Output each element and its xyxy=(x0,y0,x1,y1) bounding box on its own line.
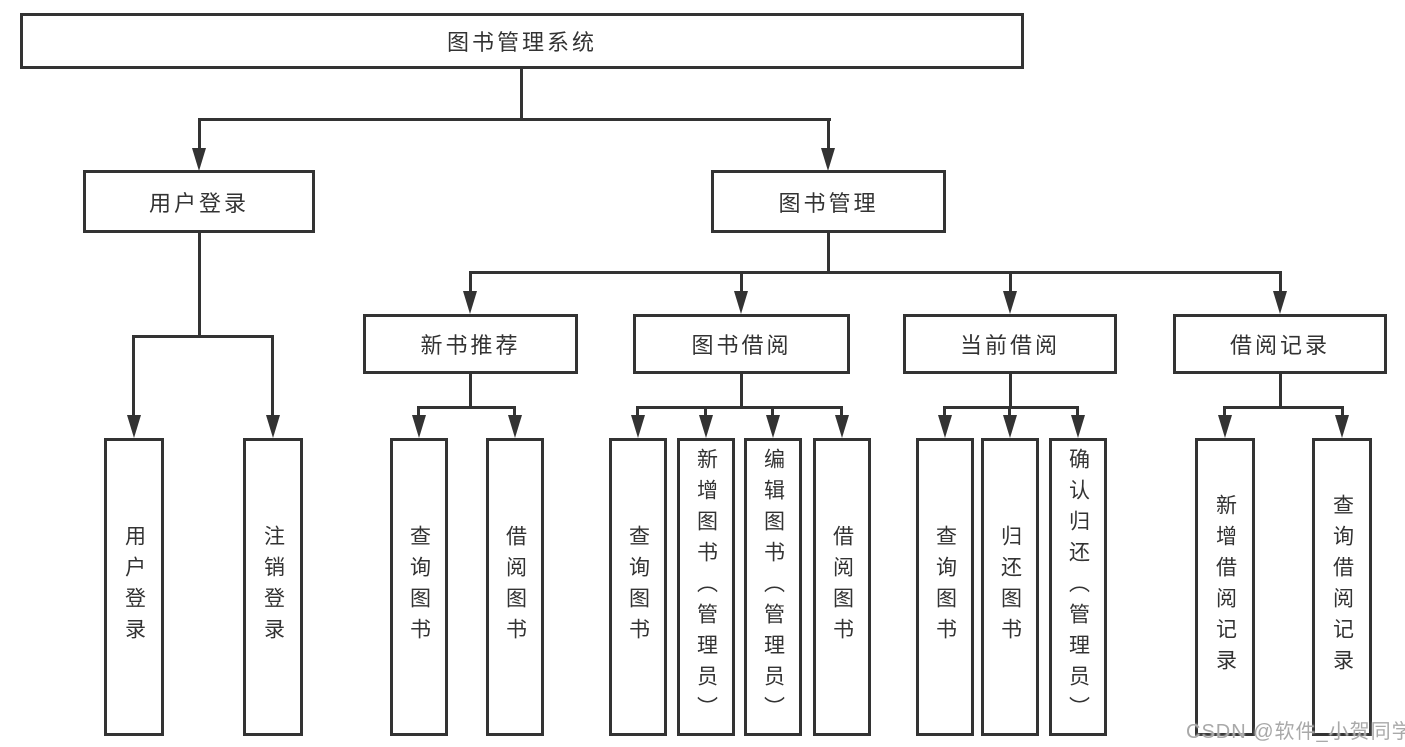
connector-line xyxy=(1076,406,1079,417)
arrow-down-icon xyxy=(1003,415,1017,438)
node-root: 图书管理系统 xyxy=(20,13,1024,69)
connector-line xyxy=(827,118,830,151)
connector-line xyxy=(1009,374,1012,409)
leaf-query-books-recommend-label: 查询图书 xyxy=(407,525,431,649)
leaf-query-books-current-label: 查询图书 xyxy=(933,525,957,649)
connector-line xyxy=(1279,374,1282,409)
leaf-query-books-borrowing: 查询图书 xyxy=(609,438,667,736)
node-root-label: 图书管理系统 xyxy=(446,30,597,55)
arrow-down-icon xyxy=(508,415,522,438)
connector-line xyxy=(271,335,274,417)
leaf-edit-books-admin: 编辑图书（管理员） xyxy=(744,438,802,736)
connector-line xyxy=(636,406,639,417)
node-user-login: 用户登录 xyxy=(83,170,315,233)
leaf-confirm-return-admin-label: 确认归还（管理员） xyxy=(1066,447,1090,727)
leaf-confirm-return-admin: 确认归还（管理员） xyxy=(1049,438,1107,736)
arrow-down-icon xyxy=(821,148,835,171)
connector-line xyxy=(520,69,523,120)
arrow-down-icon xyxy=(835,415,849,438)
arrow-down-icon xyxy=(938,415,952,438)
leaf-query-books-borrowing-label: 查询图书 xyxy=(626,525,650,649)
connector-line xyxy=(1223,406,1344,409)
leaf-add-borrow-record-label: 新增借阅记录 xyxy=(1213,494,1237,680)
connector-line xyxy=(469,271,472,293)
node-new-book-recommend-label: 新书推荐 xyxy=(420,333,521,358)
leaf-borrow-books-recommend: 借阅图书 xyxy=(486,438,544,736)
node-book-management: 图书管理 xyxy=(711,170,946,233)
arrow-down-icon xyxy=(734,291,748,314)
arrow-down-icon xyxy=(1071,415,1085,438)
arrow-down-icon xyxy=(1218,415,1232,438)
arrow-down-icon xyxy=(1335,415,1349,438)
arrow-down-icon xyxy=(631,415,645,438)
connector-line xyxy=(469,374,472,409)
leaf-user-login-label: 用户登录 xyxy=(122,525,146,649)
arrow-down-icon xyxy=(699,415,713,438)
connector-line xyxy=(198,118,201,151)
arrow-down-icon xyxy=(766,415,780,438)
arrow-down-icon xyxy=(192,148,206,171)
leaf-query-books-recommend: 查询图书 xyxy=(390,438,448,736)
connector-line xyxy=(636,406,843,409)
leaf-borrow-books-recommend-label: 借阅图书 xyxy=(503,525,527,649)
leaf-query-books-current: 查询图书 xyxy=(916,438,974,736)
connector-line xyxy=(1223,406,1226,417)
connector-line xyxy=(840,406,843,417)
node-current-borrowing: 当前借阅 xyxy=(903,314,1117,374)
arrow-down-icon xyxy=(127,415,141,438)
arrow-down-icon xyxy=(463,291,477,314)
connector-line xyxy=(740,374,743,409)
connector-line xyxy=(1279,271,1282,293)
leaf-add-borrow-record: 新增借阅记录 xyxy=(1195,438,1255,736)
leaf-borrow-books-borrowing: 借阅图书 xyxy=(813,438,871,736)
connector-line xyxy=(1341,406,1344,417)
node-borrowing-records: 借阅记录 xyxy=(1173,314,1387,374)
connector-line xyxy=(132,335,135,417)
arrow-down-icon xyxy=(1003,291,1017,314)
leaf-edit-books-admin-label: 编辑图书（管理员） xyxy=(761,447,785,727)
node-current-borrowing-label: 当前借阅 xyxy=(959,333,1060,358)
leaf-borrow-books-borrowing-label: 借阅图书 xyxy=(830,525,854,649)
leaf-logout: 注销登录 xyxy=(243,438,303,736)
arrow-down-icon xyxy=(412,415,426,438)
leaf-logout-label: 注销登录 xyxy=(261,525,285,649)
arrow-down-icon xyxy=(266,415,280,438)
connector-line xyxy=(704,406,707,417)
node-book-borrowing: 图书借阅 xyxy=(633,314,850,374)
connector-line xyxy=(1009,271,1012,293)
connector-line xyxy=(469,271,1282,274)
node-user-login-label: 用户登录 xyxy=(148,190,249,216)
connector-line xyxy=(132,335,274,338)
node-borrowing-records-label: 借阅记录 xyxy=(1229,333,1330,358)
leaf-query-borrow-record: 查询借阅记录 xyxy=(1312,438,1372,736)
connector-line xyxy=(198,118,831,121)
leaf-add-books-admin: 新增图书（管理员） xyxy=(677,438,735,736)
connector-line xyxy=(417,406,516,409)
connector-line xyxy=(771,406,774,417)
connector-line xyxy=(943,406,1079,409)
node-new-book-recommend: 新书推荐 xyxy=(363,314,578,374)
leaf-user-login: 用户登录 xyxy=(104,438,164,736)
connector-line xyxy=(513,406,516,417)
leaf-query-borrow-record-label: 查询借阅记录 xyxy=(1330,494,1354,680)
connector-line xyxy=(943,406,946,417)
csdn-watermark: CSDN @软件_小贺同学 xyxy=(1186,721,1405,743)
node-book-management-label: 图书管理 xyxy=(778,190,879,216)
leaf-add-books-admin-label: 新增图书（管理员） xyxy=(694,447,718,727)
connector-line xyxy=(740,271,743,293)
connector-line xyxy=(827,233,830,274)
arrow-down-icon xyxy=(1273,291,1287,314)
connector-line xyxy=(1008,406,1011,417)
leaf-return-books-label: 归还图书 xyxy=(998,525,1022,649)
connector-line xyxy=(417,406,420,417)
leaf-return-books: 归还图书 xyxy=(981,438,1039,736)
connector-line xyxy=(198,233,201,338)
node-book-borrowing-label: 图书借阅 xyxy=(691,333,792,358)
